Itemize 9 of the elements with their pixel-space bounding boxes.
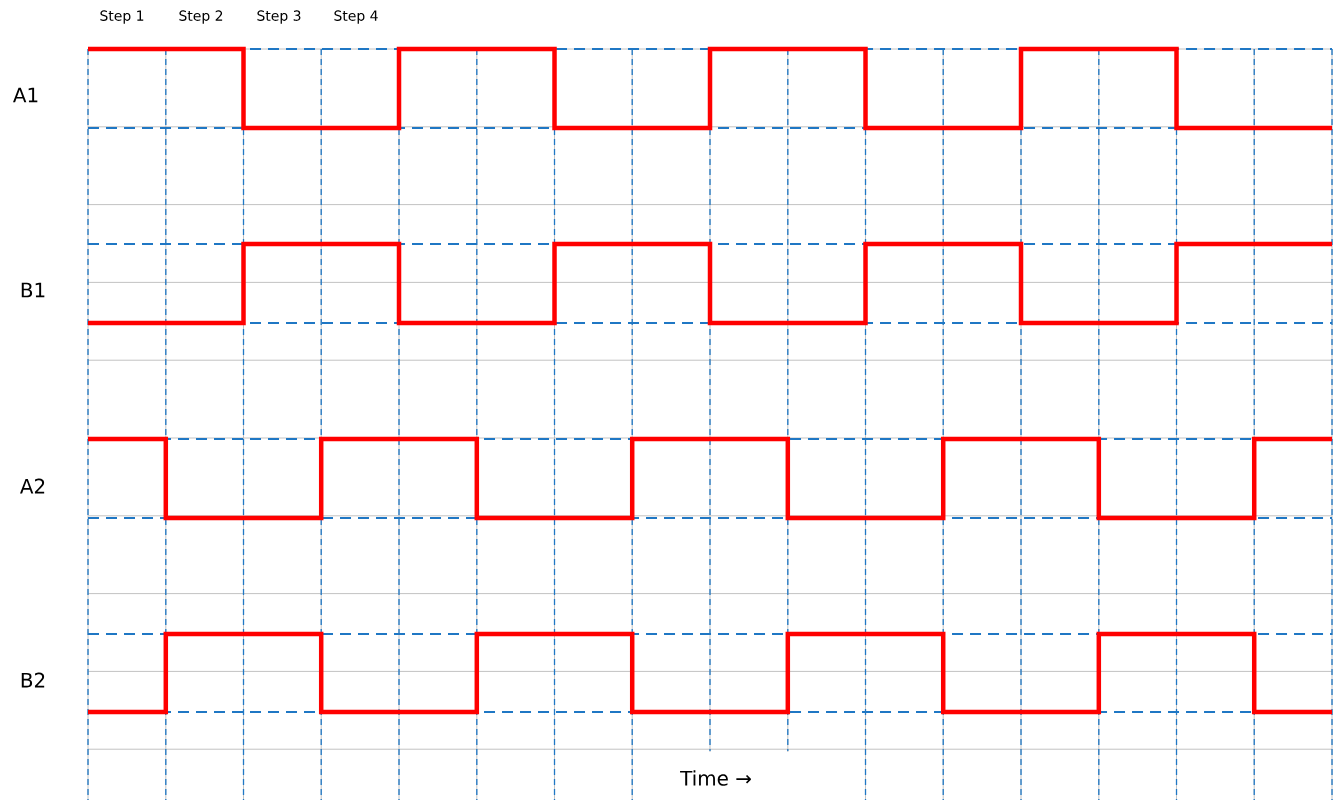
step-label: Step 2	[179, 10, 223, 24]
step-label: Step 4	[334, 10, 378, 24]
signal-label: B1	[21, 282, 45, 298]
signal-label: A2	[20, 478, 45, 494]
axis-label: Time →	[680, 770, 751, 786]
step-label: Step 3	[257, 10, 301, 24]
signal-label: A1	[13, 87, 38, 103]
signal-label: B2	[21, 672, 45, 688]
step-label: Step 1	[100, 10, 144, 24]
